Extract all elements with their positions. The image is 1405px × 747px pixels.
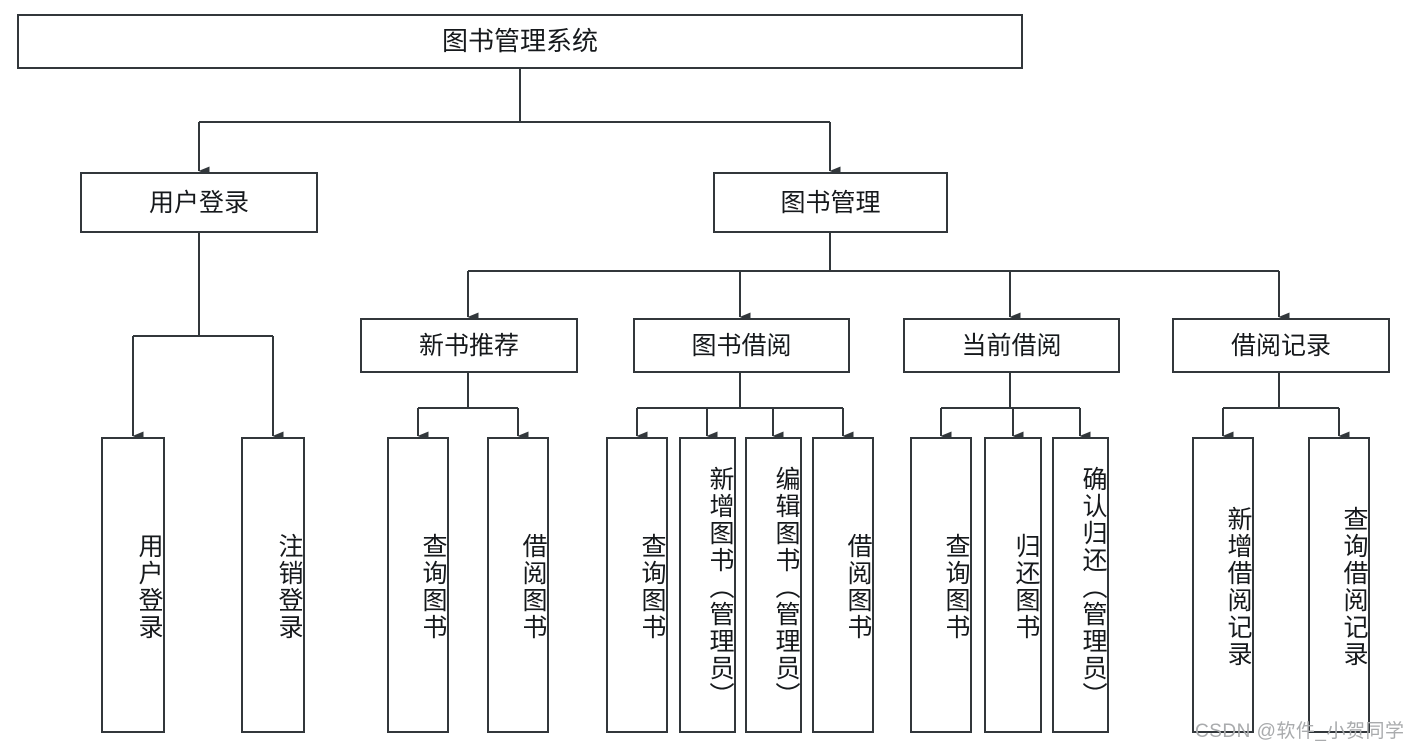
node-leaf-user-login[interactable]: 用户登录 [101,437,165,733]
node-label: 图书管理 [780,188,881,217]
node-label: 查询图书 [419,533,447,641]
node-leaf-logout-login[interactable]: 注销登录 [241,437,305,733]
node-label: 归还图书 [1012,533,1040,641]
node-leaf-add-book-admin[interactable]: 新增图书（管理员） [679,437,736,733]
node-label: 图书管理系统 [441,25,598,56]
node-label: 查询图书 [942,533,970,641]
node-label: 新书推荐 [418,331,519,360]
node-label: 图书借阅 [691,331,792,360]
node-book-management[interactable]: 图书管理 [713,172,948,233]
node-user-login[interactable]: 用户登录 [80,172,318,233]
node-label: 用户登录 [148,188,249,217]
node-label: 查询借阅记录 [1340,506,1368,668]
node-leaf-query-book-1[interactable]: 查询图书 [387,437,449,733]
node-label: 借阅记录 [1230,331,1331,360]
node-label: 借阅图书 [844,533,872,641]
node-leaf-query-book-2[interactable]: 查询图书 [606,437,668,733]
node-label: 新增借阅记录 [1224,506,1252,668]
node-leaf-borrow-book-1[interactable]: 借阅图书 [487,437,549,733]
node-leaf-return-book[interactable]: 归还图书 [984,437,1042,733]
node-leaf-borrow-book-2[interactable]: 借阅图书 [812,437,874,733]
connector-lines [132,69,1350,441]
node-label: 用户登录 [135,533,163,641]
node-leaf-query-book-3[interactable]: 查询图书 [910,437,972,733]
node-leaf-confirm-return-admin[interactable]: 确认归还（管理员） [1052,437,1109,733]
node-new-book-recommend[interactable]: 新书推荐 [360,318,578,373]
node-label: 新增图书（管理员） [706,466,734,709]
node-leaf-edit-book-admin[interactable]: 编辑图书（管理员） [745,437,802,733]
node-label: 确认归还（管理员） [1079,466,1107,709]
watermark-text: CSDN @软件_小贺同学 [1195,721,1405,742]
node-label: 编辑图书（管理员） [772,466,800,709]
node-label: 查询图书 [638,533,666,641]
node-root[interactable]: 图书管理系统 [17,14,1023,69]
node-leaf-query-borrow-record[interactable]: 查询借阅记录 [1308,437,1370,733]
node-label: 借阅图书 [519,533,547,641]
node-label: 注销登录 [275,533,303,641]
node-borrow-record[interactable]: 借阅记录 [1172,318,1390,373]
node-current-borrow[interactable]: 当前借阅 [903,318,1120,373]
node-book-borrow[interactable]: 图书借阅 [633,318,850,373]
node-label: 当前借阅 [961,331,1062,360]
node-leaf-add-borrow-record[interactable]: 新增借阅记录 [1192,437,1254,733]
